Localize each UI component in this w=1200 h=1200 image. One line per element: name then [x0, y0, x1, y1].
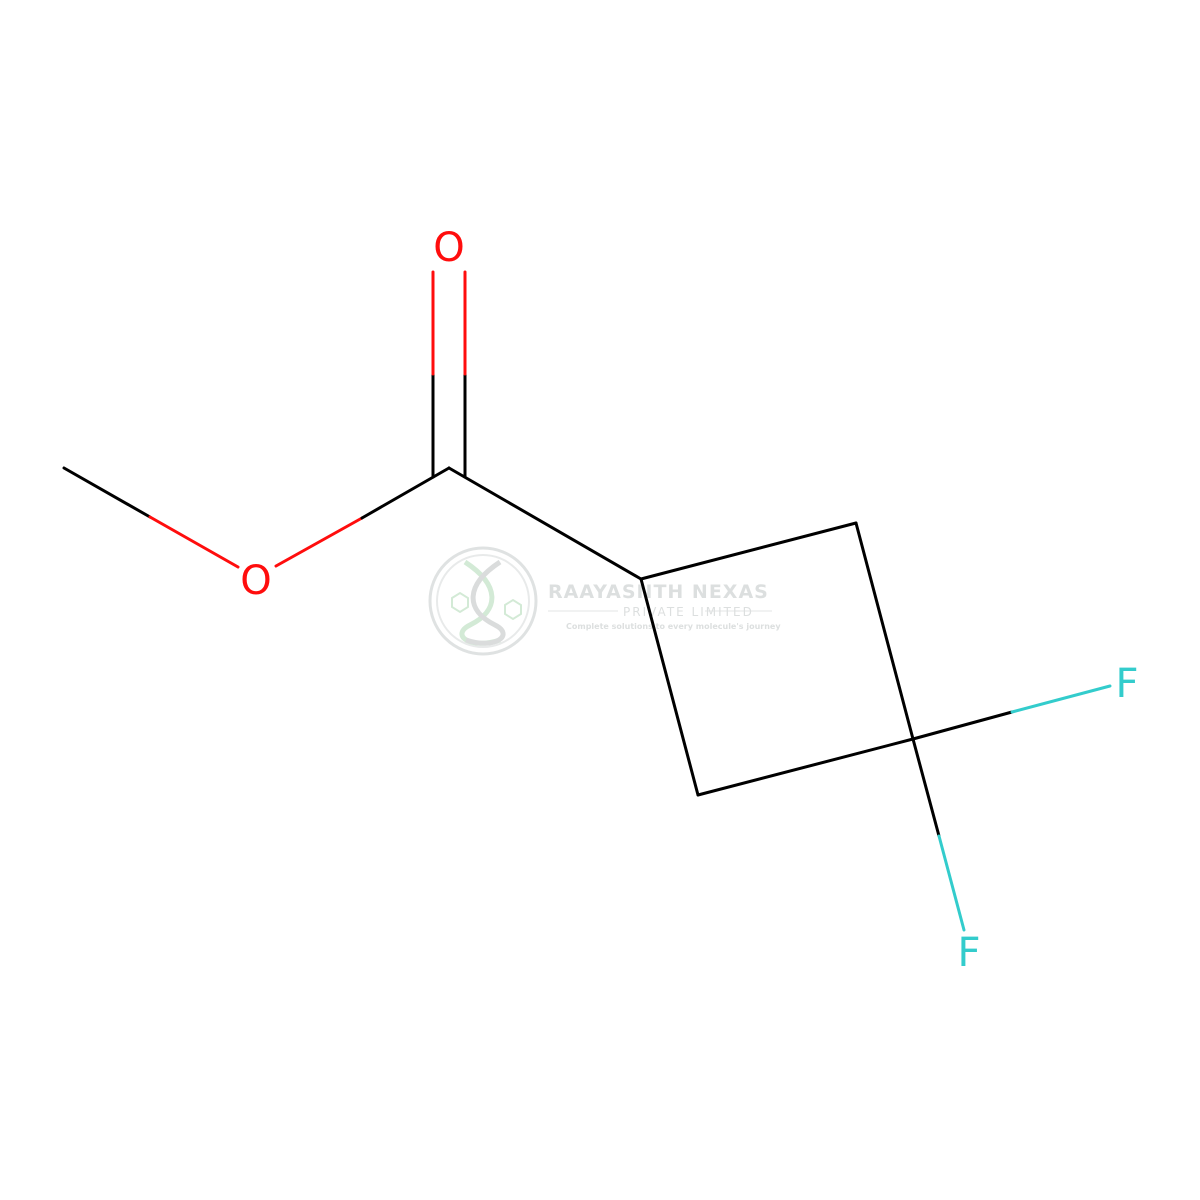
atom-o-carbonyl: O [433, 225, 464, 271]
atom-labels: O O F F [240, 225, 1138, 976]
watermark-subtitle: PRIVATE LIMITED [623, 605, 754, 619]
bond-ring-2 [854, 521, 915, 741]
bond-carbonyl-ring [447, 466, 643, 581]
bond-c-f-lower-cyan [937, 834, 966, 932]
bond-o-carbonyl [360, 466, 451, 520]
bond-c-f-lower [911, 737, 941, 838]
watermark: RAAYASNTH NEXAS PRIVATE LIMITED Complete… [428, 546, 781, 656]
bond-ring-3 [696, 737, 915, 797]
atom-o-ester: O [240, 558, 271, 604]
bond-methyl-o [62, 466, 152, 519]
atom-f-upper: F [1115, 661, 1138, 707]
bond-c-f-upper [911, 710, 1014, 741]
dna-helix-logo-icon [428, 546, 538, 656]
bond-ring-4 [639, 577, 700, 797]
bond-o-carbonyl-red [274, 516, 364, 568]
watermark-tagline: Complete solutions to every molecule's j… [566, 622, 781, 631]
bonds [62, 270, 1112, 932]
watermark-title: RAAYASNTH NEXAS [548, 581, 769, 603]
atom-f-lower: F [957, 930, 980, 976]
bond-ring-1 [639, 521, 858, 581]
bond-methyl-o-red [148, 515, 240, 569]
bond-c-f-upper-cyan [1010, 684, 1112, 714]
